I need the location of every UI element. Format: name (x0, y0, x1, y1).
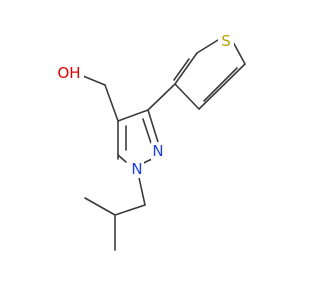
bond-thiophene-c2-c3 (174, 52, 198, 85)
bond-ch2-oh (82, 75, 106, 86)
bond-pyrazole-c3-n2 (147, 109, 159, 143)
bond-pyrazole-n1-c5-ring (117, 154, 127, 163)
bond-n1-ch2 (137, 172, 146, 206)
bond-thiophene-c4-c5 (198, 63, 246, 110)
nitrogen-2-label-bg (151, 142, 165, 160)
bond-thiophene-s-c2 (196, 39, 219, 54)
bond-thiophene-c3-c4 (174, 83, 200, 110)
bond-pyrazole-c3-n2-double (142, 118, 152, 144)
structure-diagram: S OH N N (54, 32, 246, 251)
sulfur-label-bg (218, 32, 234, 50)
bond-c4-ch2 (104, 84, 119, 122)
sulfur-atom-label: S (221, 32, 231, 50)
molecule-drawing: S OH N N (54, 32, 246, 251)
nitrogen-1-label-bg (130, 160, 144, 178)
nitrogen-1-atom-label: N (131, 160, 142, 178)
bond-ch-ch3-left (84, 197, 116, 216)
bond-ch2-ch (114, 204, 146, 216)
bond-thiophene-s-c5 (231, 39, 246, 65)
nitrogen-2-atom-label: N (152, 142, 163, 160)
bond-thiophene-pyrazole-link (147, 83, 176, 111)
bond-thiophene-c4-c5-double (203, 67, 238, 102)
bond-thiophene-c2-c3-double (173, 58, 190, 81)
hydroxyl-label-bg (54, 63, 84, 83)
hydroxyl-atom-label: OH (57, 64, 80, 82)
bond-pyrazole-c3-c4 (117, 109, 149, 122)
